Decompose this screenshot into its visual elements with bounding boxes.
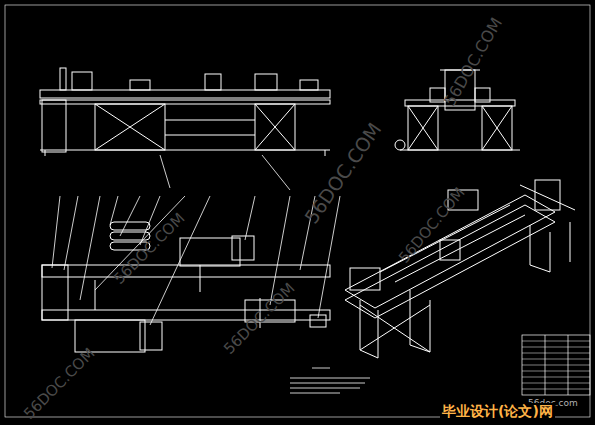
- table-row-line: [522, 377, 590, 378]
- table-row-line: [522, 389, 590, 390]
- watermark: 56DOC.COM: [300, 119, 386, 228]
- title-block-rows: [522, 341, 590, 389]
- table-row-line: [522, 359, 590, 360]
- title-block: [522, 335, 590, 395]
- table-row-line: [522, 365, 590, 366]
- watermark: 56DOC.COM: [440, 14, 506, 109]
- site-logo-text: 毕业设计(论文)网: [440, 403, 555, 421]
- watermark: 56DOC.COM: [220, 279, 298, 357]
- table-row-line: [522, 371, 590, 372]
- watermark: 56DOC.COM: [110, 209, 188, 287]
- front-elevation: [40, 68, 330, 156]
- notes-block: [290, 368, 370, 393]
- isometric-view: [345, 180, 575, 358]
- watermark: 56DOC.COM: [20, 344, 98, 422]
- table-row-line: [522, 341, 590, 342]
- table-row-line: [522, 353, 590, 354]
- table-row-line: [522, 347, 590, 348]
- table-row-line: [522, 383, 590, 384]
- leader-lines: [52, 155, 340, 325]
